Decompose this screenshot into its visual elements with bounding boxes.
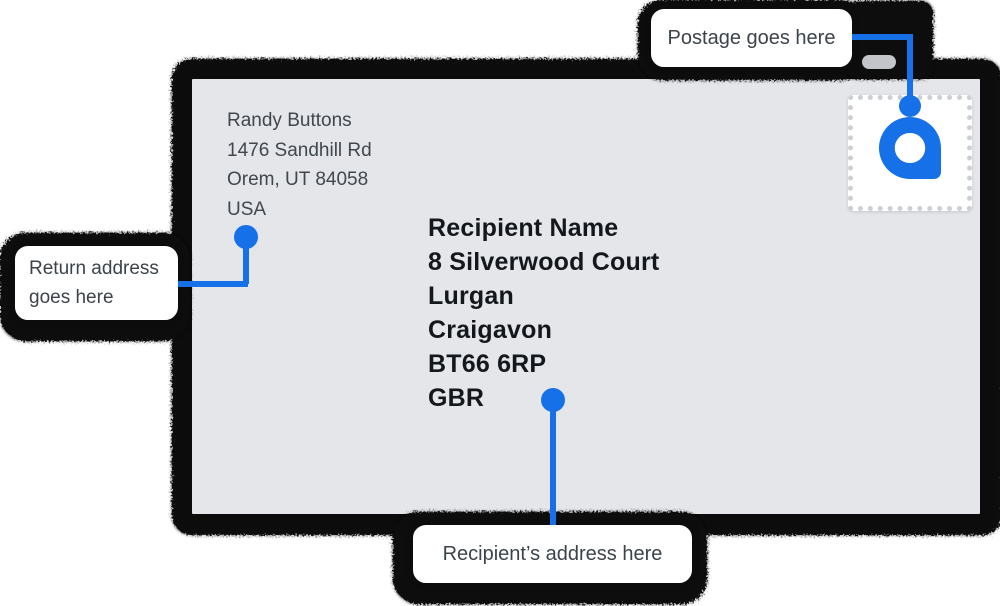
return-address-line: USA (227, 198, 267, 220)
return-connector-dot (234, 225, 258, 249)
return-address-block: Randy Buttons 1476 Sandhill Rd Orem, UT … (227, 106, 372, 224)
recipient-address-line: GBR (428, 384, 485, 412)
recipient-address-line: Lurgan (428, 282, 514, 310)
postage-callout-label: Postage goes here (667, 26, 836, 49)
return-address-line: Orem, UT 84058 (227, 169, 369, 190)
return-connector-line (243, 237, 249, 284)
recipient-address-line: Recipient Name (428, 214, 619, 242)
return-address-callout: Return address goes here (8, 239, 185, 327)
recipient-address-line: BT66 6RP (428, 350, 547, 378)
postage-stamp (848, 95, 972, 211)
recipient-connector-dot (541, 388, 565, 412)
return-connector-line (178, 281, 248, 287)
postage-callout: Postage goes here (644, 2, 859, 74)
recipient-address-block: Recipient Name 8 Silverwood Court Lurgan… (428, 211, 659, 415)
postage-connector-dot (899, 95, 921, 117)
stamp-logo-icon (879, 117, 941, 179)
return-address-line: 1476 Sandhill Rd (227, 139, 372, 161)
recipient-address-callout-label: Recipient’s address here (442, 542, 663, 565)
recipient-address-line: 8 Silverwood Court (428, 248, 660, 276)
postage-connector-line (852, 34, 912, 40)
postage-connector-line (907, 34, 913, 106)
recipient-address-callout: Recipient’s address here (406, 518, 699, 590)
return-address-line: Randy Buttons (227, 110, 352, 131)
shadow-slot-decoration (862, 55, 896, 69)
recipient-address-line: Craigavon (428, 316, 553, 344)
return-address-callout-label: Return address goes here (29, 258, 159, 308)
envelope: Randy Buttons 1476 Sandhill Rd Orem, UT … (177, 64, 995, 529)
recipient-connector-line (550, 400, 556, 525)
